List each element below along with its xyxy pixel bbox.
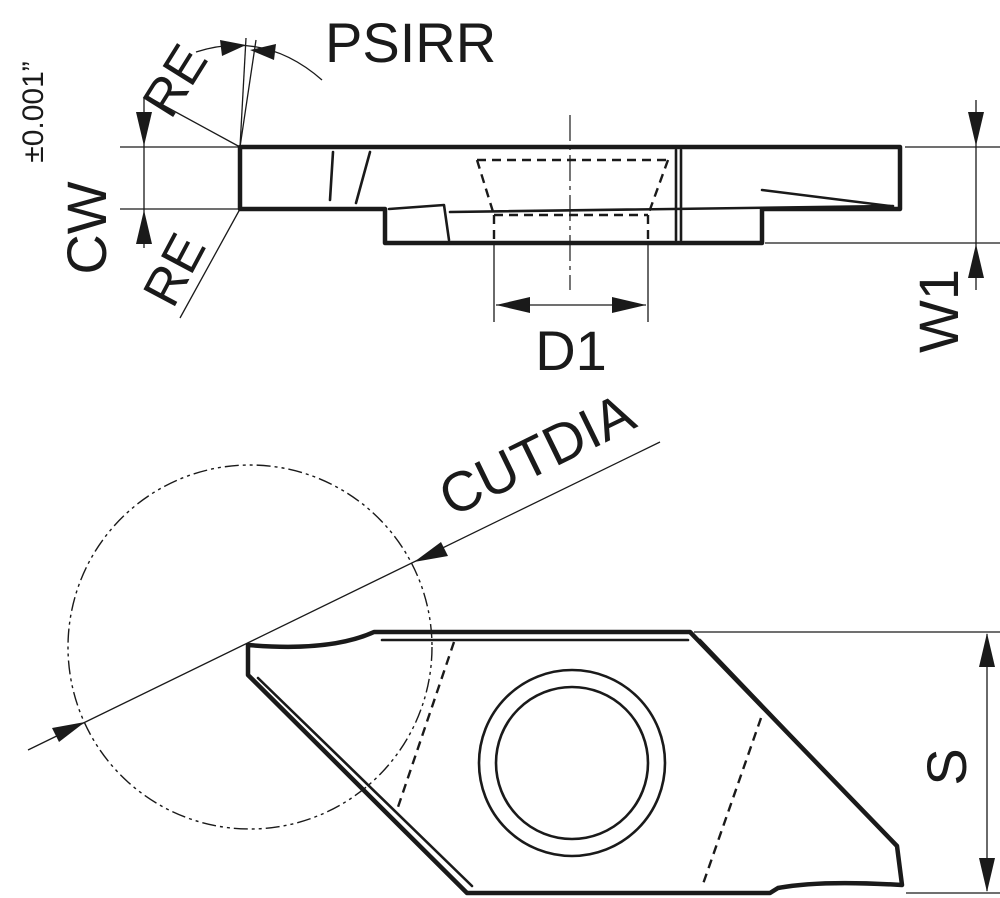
- center-hole-outer: [477, 668, 667, 858]
- tolerance-label: ±0.001”: [17, 61, 50, 163]
- cutdia-label: CUTDIA: [429, 380, 645, 528]
- plan-view: CUTDIA S: [27, 380, 1000, 896]
- side-view-rake-line: [328, 150, 372, 205]
- psirr-callout: PSIRR: [195, 11, 496, 148]
- hidden-relief-right: [701, 717, 763, 885]
- d1-dimension: D1: [493, 243, 649, 382]
- insert-right-inner-edge: [698, 638, 895, 844]
- psirr-label: PSIRR: [325, 11, 496, 74]
- insert-inner-edge: [256, 638, 690, 888]
- insert-outline: [245, 629, 905, 896]
- cw-dimension: CW ±0.001”: [17, 61, 238, 275]
- center-hole-inner: [494, 685, 650, 841]
- side-view-hidden-countersink: [475, 158, 670, 243]
- d1-label: D1: [535, 319, 607, 382]
- cw-label: CW: [55, 181, 118, 274]
- re-bottom-callout: RE: [132, 208, 241, 319]
- s-label: S: [915, 748, 978, 785]
- side-view-outline: [237, 144, 903, 246]
- cutting-diameter-circle: [67, 464, 433, 830]
- w1-dimension: W1: [765, 100, 1000, 353]
- side-view-bore-edge: [674, 148, 683, 242]
- side-view: D1 W1 CW ±0.001” RE: [17, 11, 1000, 382]
- side-view-right-relief: [760, 188, 892, 208]
- cutdia-dimension: CUTDIA: [27, 380, 661, 751]
- w1-label: W1: [907, 269, 970, 353]
- hidden-relief-left: [395, 641, 456, 811]
- s-dimension: S: [694, 631, 1000, 894]
- side-view-chip-breaker: [387, 203, 895, 242]
